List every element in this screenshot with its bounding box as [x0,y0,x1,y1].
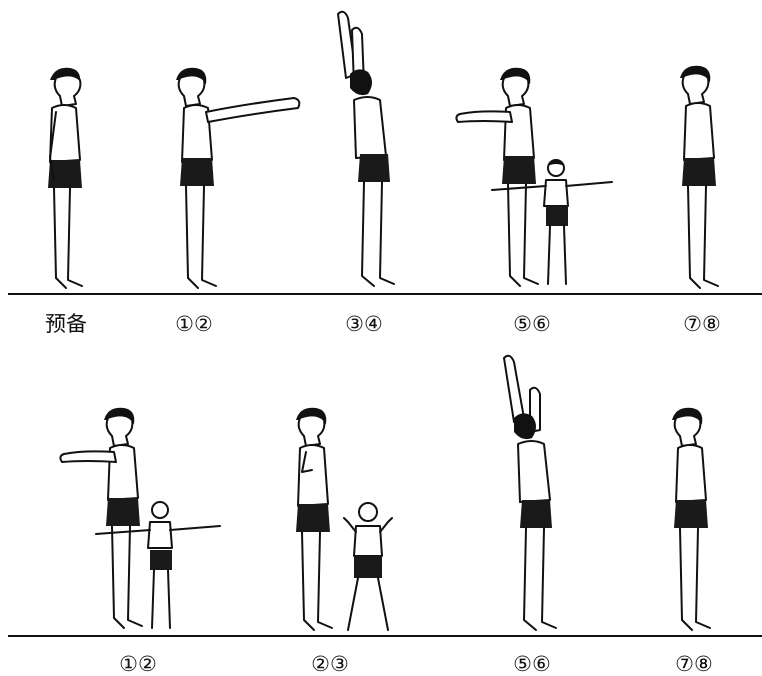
figure-arms-up-2 [504,356,556,630]
caption-row1-step4: ⑦⑧ [683,314,721,335]
caption-row2-step4: ⑦⑧ [675,654,713,675]
caption-row1-step3: ⑤⑥ [513,314,551,335]
caption-row2-step3: ⑤⑥ [513,654,551,675]
caption-row2-step1: ①② [119,654,157,675]
caption-row1-step2: ③④ [345,314,383,335]
figure-arms-side-2 [60,408,220,628]
caption-row1-step1: ①② [175,314,213,335]
figure-stand-end [680,66,718,288]
figure-ready-stance [48,68,82,288]
figure-hands-shoulders [296,408,392,630]
figure-arms-up [338,12,394,286]
caption-ready: 预备 [45,314,87,335]
ground-line-top [8,293,762,295]
ground-line-bottom [8,635,762,637]
figure-arms-side [456,68,612,286]
caption-row2-step2: ②③ [311,654,349,675]
figure-arms-forward [176,68,299,288]
figure-stand-end-2 [672,408,710,630]
